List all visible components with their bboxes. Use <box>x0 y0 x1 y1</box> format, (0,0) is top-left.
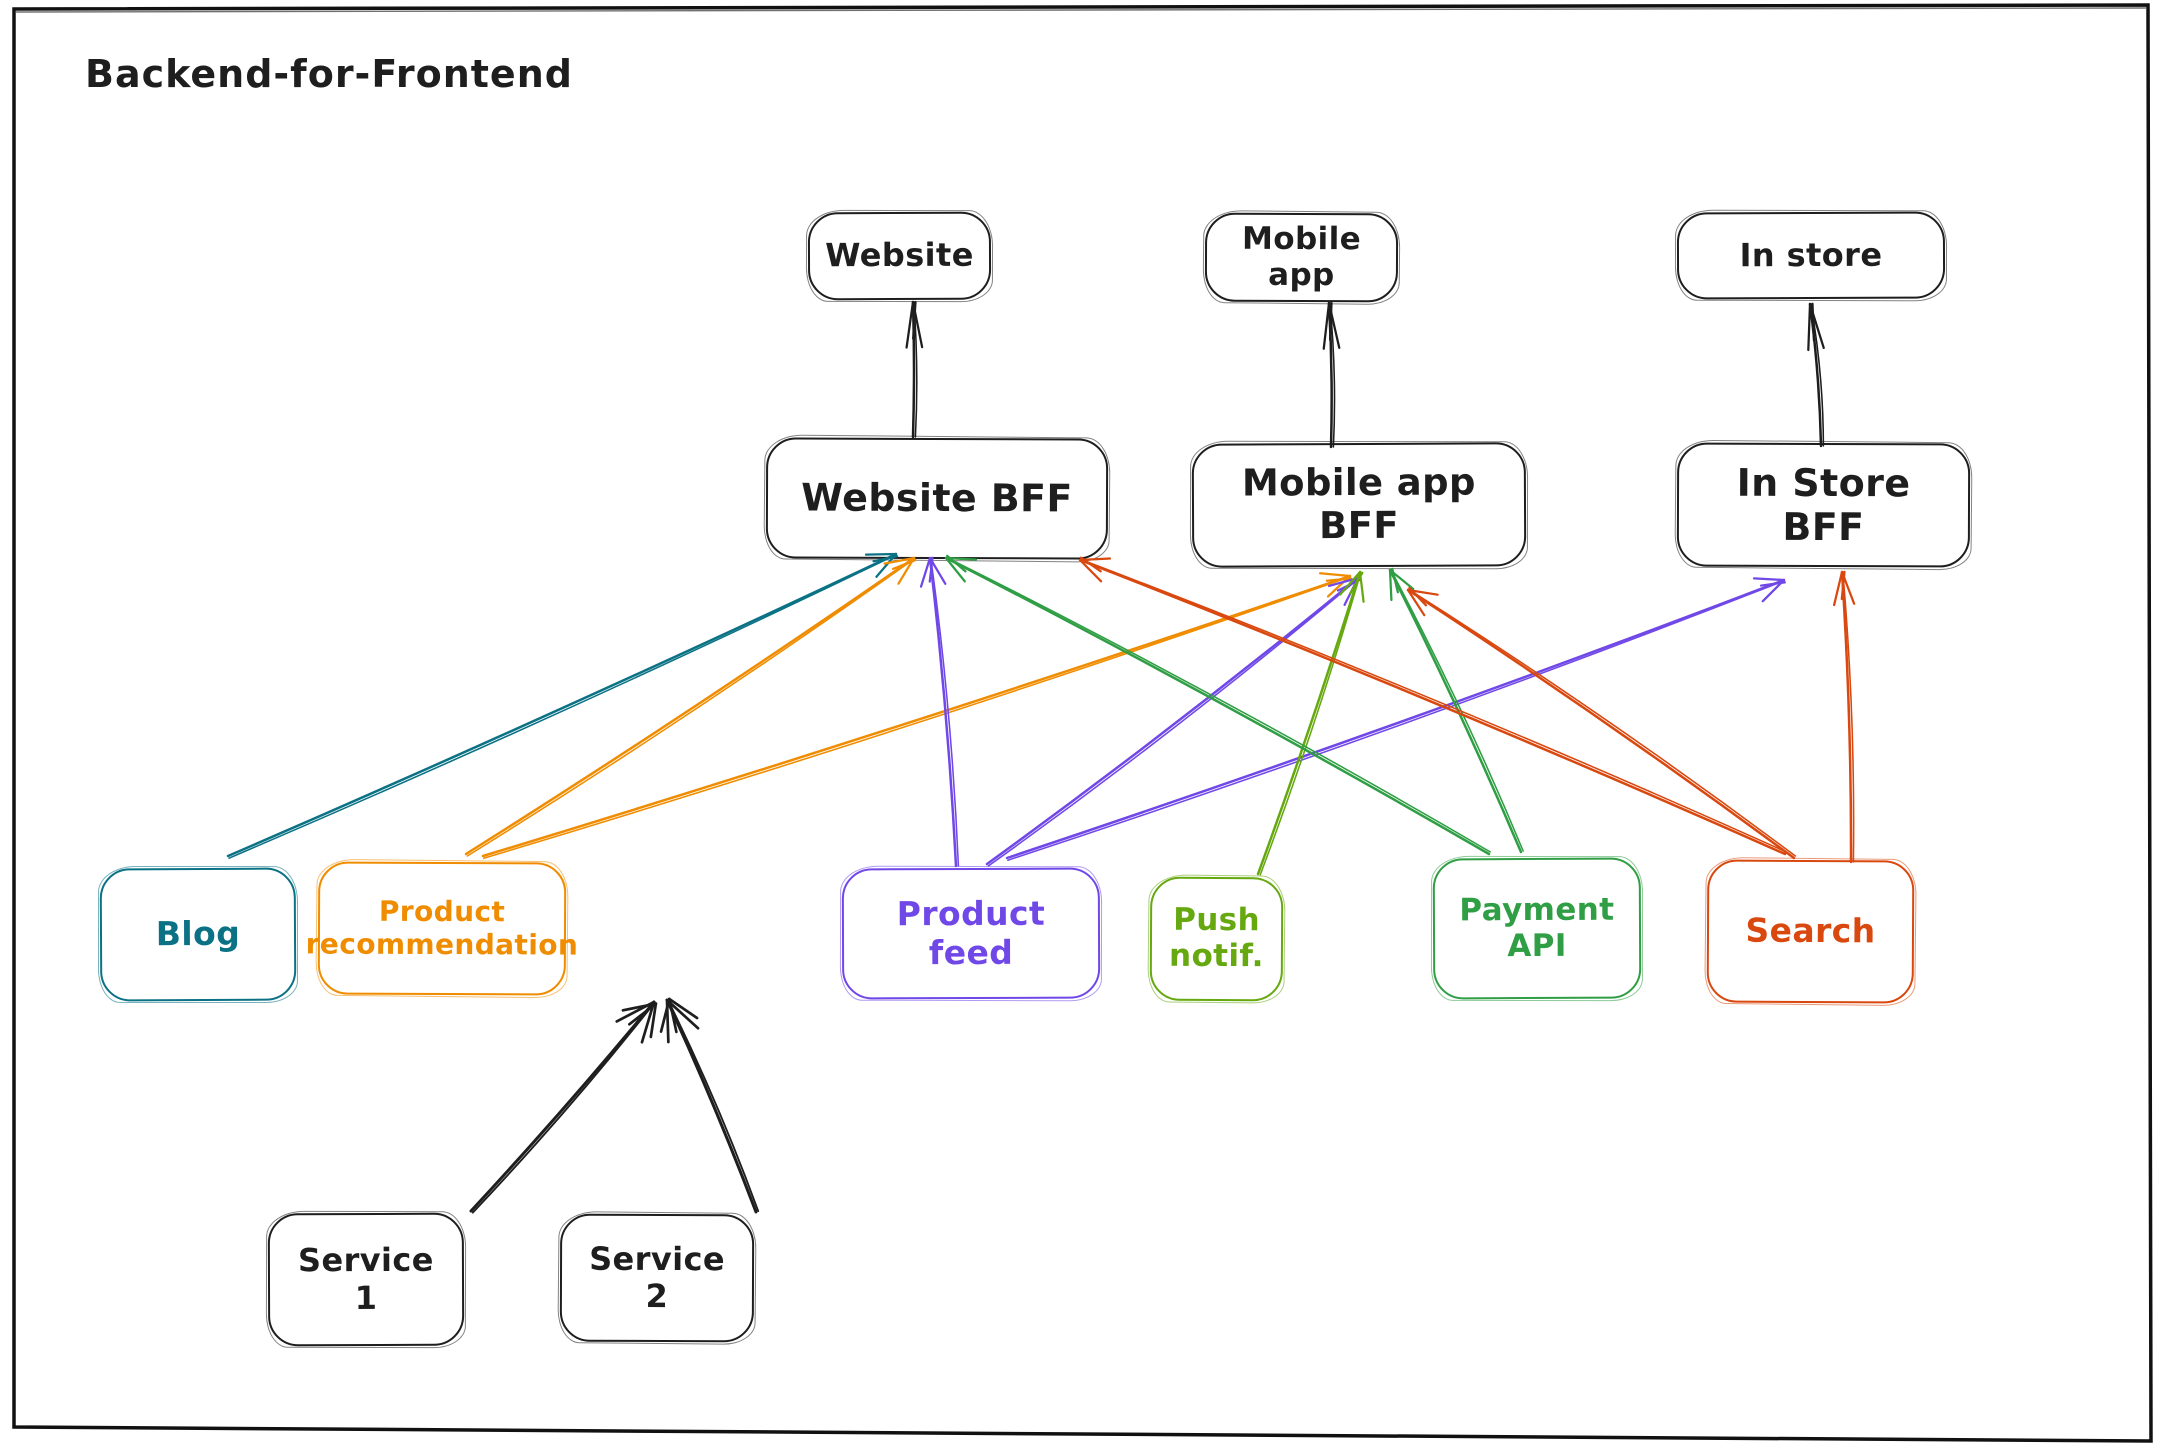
node-in-store-bff[interactable]: In Store BFF <box>1676 442 1971 568</box>
node-label: Product feed <box>896 893 1046 972</box>
node-label: Website BFF <box>801 475 1073 521</box>
node-label: Search <box>1745 911 1876 951</box>
node-website-bff[interactable]: Website BFF <box>765 437 1109 560</box>
node-label: Website <box>825 236 974 275</box>
node-push-notif[interactable]: Push notif. <box>1149 876 1284 1002</box>
node-in-store[interactable]: In store <box>1676 211 1946 300</box>
diagram-title[interactable]: Backend-for-Frontend <box>85 52 573 96</box>
node-label: Mobile app BFF <box>1241 460 1476 548</box>
node-label: Blog <box>155 914 241 954</box>
node-label: In Store BFF <box>1736 460 1911 550</box>
node-label: In store <box>1739 235 1883 275</box>
node-mobile-app[interactable]: Mobile app <box>1204 212 1399 303</box>
node-label: Push notif. <box>1168 901 1264 975</box>
node-website[interactable]: Website <box>807 211 992 301</box>
node-blog[interactable]: Blog <box>99 867 297 1002</box>
node-payment-api[interactable]: Payment API <box>1432 857 1642 1000</box>
node-search[interactable]: Search <box>1706 859 1915 1004</box>
node-label: Product recommendation <box>305 894 579 962</box>
node-service-2[interactable]: Service 2 <box>559 1213 755 1343</box>
node-product-recommendation[interactable]: Product recommendation <box>306 861 578 996</box>
node-mobile-app-bff[interactable]: Mobile app BFF <box>1191 442 1527 568</box>
node-label: Service 1 <box>297 1241 434 1317</box>
node-label: Payment API <box>1459 891 1615 964</box>
node-label: Service 2 <box>589 1239 726 1316</box>
node-product-feed[interactable]: Product feed <box>841 867 1101 1000</box>
node-label: Mobile app <box>1241 220 1362 293</box>
node-service-1[interactable]: Service 1 <box>267 1212 465 1347</box>
